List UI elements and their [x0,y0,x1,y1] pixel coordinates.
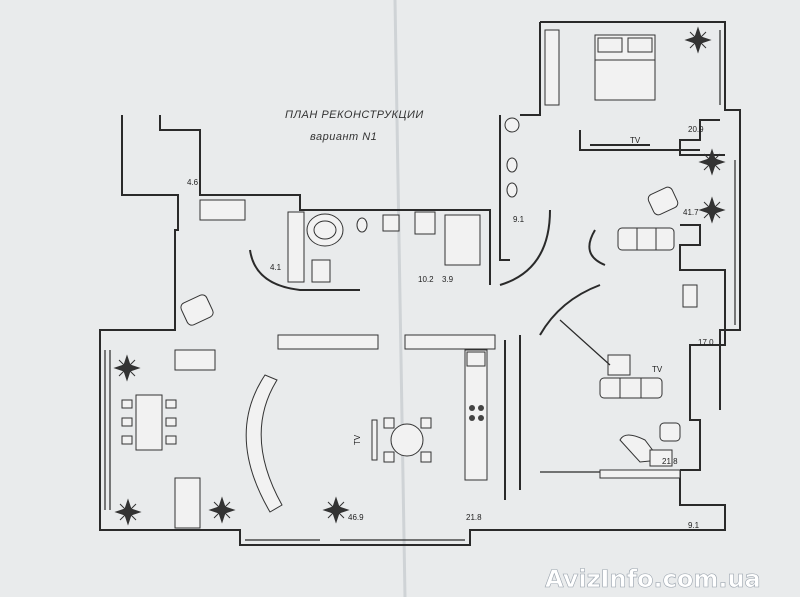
area-label-cabinet: 21.8 [662,457,678,466]
tv-stand [371,419,378,461]
tv-label-study: TV [652,365,663,374]
round-table [383,417,432,463]
desk-cabinet [619,422,681,467]
kitchen-unit [464,349,488,481]
tv-label-bedroom: TV [630,136,641,145]
windows [104,30,736,541]
area-label-study: 17.0 [698,338,714,347]
shelf-left [174,477,201,529]
area-label-lounge: 41.7 [683,208,699,217]
area-label-laundry: 3.9 [442,275,454,284]
area-label-hall: 4.6 [187,178,199,187]
plan-variant: вариант N1 [310,131,377,143]
sofa-lounge [617,227,675,251]
curved-sofa [245,374,283,513]
tv-label-living: TV [353,434,362,445]
area-label-bedroom: 20.9 [688,125,704,134]
area-label-hall2: 9.1 [513,215,525,224]
paper-fold [393,0,407,597]
area-label-living: 46.9 [348,513,364,522]
interior-walls [174,199,681,500]
bed [594,34,656,101]
watermark: AvizInfo.com.ua [545,565,761,593]
dining-table [121,394,177,451]
area-label-corridor: 4.1 [270,263,282,272]
sofa-study [599,377,663,399]
bathroom-fixtures [306,117,520,283]
area-label-bath: 10.2 [418,275,434,284]
wardrobe [544,29,560,106]
area-label-terrace: 9.1 [688,521,700,530]
area-label-kitchen: 21.8 [466,513,482,522]
plan-title: ПЛАН РЕКОНСТРУКЦИИ [285,109,424,121]
armchair-lounge [647,186,679,216]
plant-icons [113,26,726,526]
armchair-hall [180,294,214,326]
outer-walls [99,21,741,546]
desk-study [682,284,698,308]
